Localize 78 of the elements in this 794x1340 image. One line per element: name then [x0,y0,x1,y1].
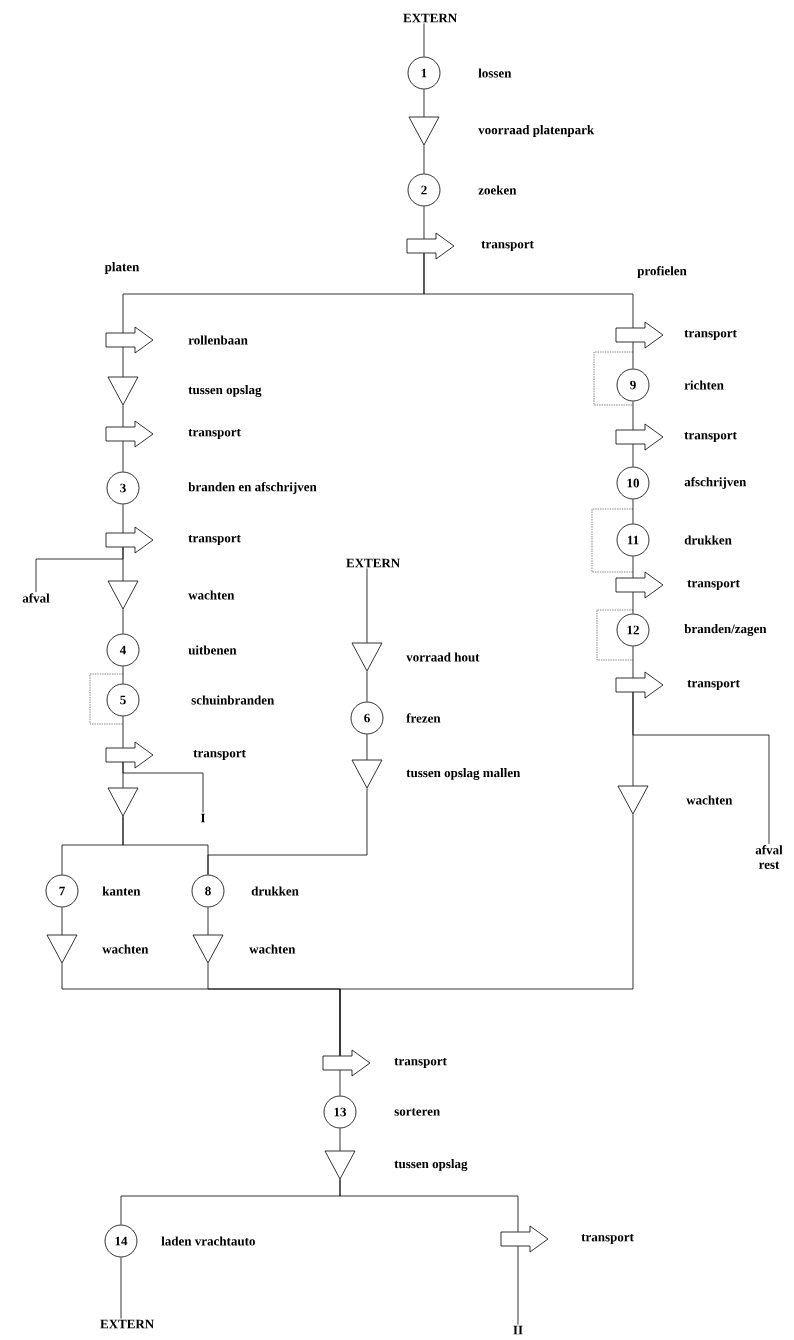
flow-line [632,401,634,431]
flow-line [122,504,124,534]
step-label: branden/zagen [684,624,767,636]
flow-line [366,568,368,644]
flow-line [120,1257,122,1319]
step-label: drukken [684,535,732,545]
step-label: schuinbranden [191,695,275,705]
flow-line [423,206,425,240]
flow-line [423,252,634,329]
flow-line [632,646,634,679]
branch-label: profielen [637,266,687,278]
terminal-label: afval rest [755,845,783,869]
step-label: vorraad hout [406,652,480,662]
terminal-label: EXTERN [100,1319,154,1329]
flow-line [632,499,634,524]
flow-line [632,691,634,787]
step-label: uitbenen [188,645,237,655]
step-label: transport [193,749,246,761]
step-label: wachten [102,944,149,954]
step-label: tussen opslag [394,1159,468,1171]
flow-line [122,404,124,428]
step-label: lossen [478,68,512,78]
step-label: transport [188,534,241,546]
flow-line [122,666,124,684]
flow-line [122,346,124,378]
terminal-label: EXTERN [403,13,457,23]
flow-line [122,440,124,472]
flow-line [366,734,368,761]
flow-line [517,1245,519,1325]
step-label: frezen [406,713,441,723]
step-label: kanten [102,886,141,896]
step-label: voorraad platenpark [478,125,595,137]
step-label: tussen opslag [188,385,262,397]
step-label: tussen opslag mallen [406,768,521,780]
flow-line [339,1178,519,1233]
storage-triangle [107,787,139,817]
flow-line [339,1069,341,1096]
step-label: transport [684,431,737,443]
step-label: rollenbaan [188,335,248,345]
flow-line [122,608,124,634]
step-label: zoeken [478,185,517,195]
flow-line [122,546,124,582]
flow-line [207,787,368,875]
flow-line [366,670,368,702]
step-label: laden vrachtauto [161,1236,255,1246]
flow-line [632,443,634,467]
flow-line [632,341,634,369]
step-label: drukken [251,886,299,896]
step-label: wachten [686,795,733,805]
step-label: transport [687,679,740,691]
step-label: sorteren [394,1108,440,1116]
step-label: wachten [249,944,296,954]
flow-line [423,144,425,174]
terminal-label: II [513,1325,523,1335]
flow-line [61,907,63,936]
step-label: transport [684,329,737,341]
flow-line [339,813,634,1057]
branch-label: platen [104,262,140,274]
step-label: transport [481,240,534,252]
terminal-label: EXTERN [346,558,400,568]
terminal-label: I [200,813,206,823]
flow-line [423,89,425,118]
step-label: branden en afschrijven [188,482,317,494]
flow-line [122,716,124,749]
flow-line [339,1128,341,1152]
step-label: transport [581,1233,634,1245]
step-label: afschrijven [684,477,747,489]
flow-line [632,591,634,614]
terminal-label: afval [22,593,50,603]
flow-line [207,907,209,936]
step-label: transport [394,1057,447,1069]
flow-line [122,761,124,789]
step-label: transport [188,428,241,440]
flow-line [423,23,425,57]
step-label: wachten [188,590,235,600]
step-label: richten [684,380,724,390]
flow-line [632,556,634,579]
step-label: transport [687,579,740,591]
